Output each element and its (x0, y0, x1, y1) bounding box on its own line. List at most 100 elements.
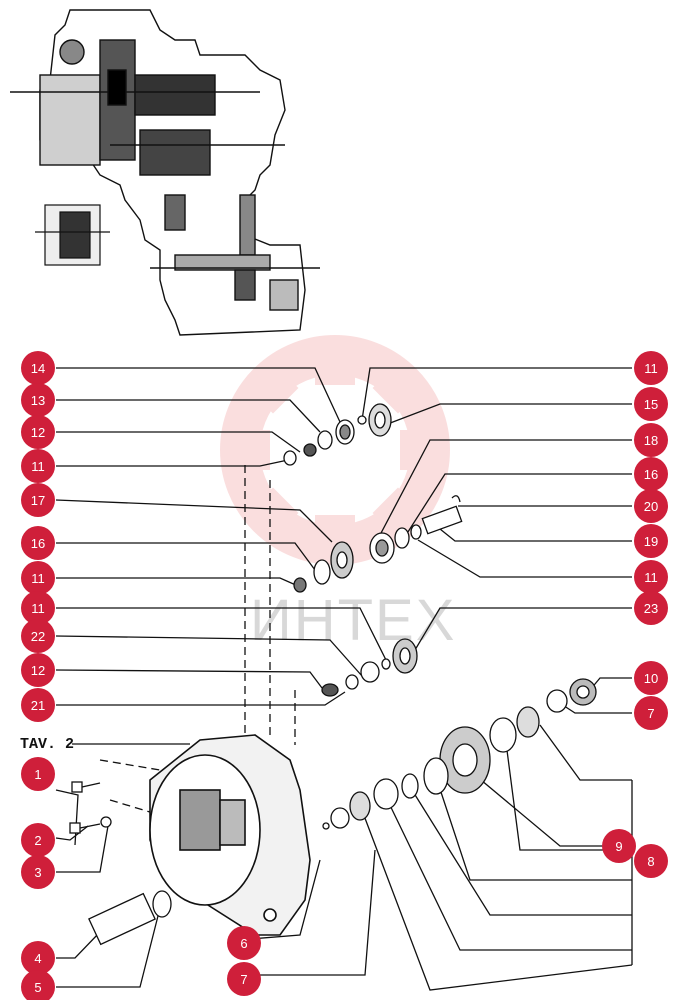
callout-c-11-left-c: 11 (21, 591, 55, 625)
callout-badge (21, 483, 55, 517)
callout-c-11-left-b: 11 (21, 561, 55, 595)
gear-housing-part (149, 734, 311, 936)
washer-22-part (360, 661, 380, 683)
callout-c-9: 9 (602, 829, 636, 863)
callout-label: 7 (647, 706, 654, 721)
leader-lines (55, 367, 633, 991)
callout-label: 15 (644, 397, 658, 412)
callout-badge (21, 351, 55, 385)
lower-gear-group (321, 638, 418, 697)
callout-label: 22 (31, 629, 45, 644)
snap-ring-part (401, 773, 419, 799)
callout-label: 10 (644, 671, 658, 686)
callout-label: 16 (644, 467, 658, 482)
bearing-cone-part-b (349, 791, 371, 821)
callout-badge (21, 970, 55, 1000)
callout-label: 11 (644, 361, 658, 376)
callout-label: 11 (31, 601, 45, 616)
callout-badge (634, 351, 668, 385)
ring-11-part (357, 415, 367, 425)
ring-11-part-c (293, 577, 307, 593)
callout-label: 20 (644, 499, 658, 514)
callout-c-8: 8 (634, 844, 668, 878)
callout-label: 2 (34, 833, 41, 848)
right-shaft-assembly (322, 678, 597, 830)
callout-label: 21 (31, 698, 45, 713)
snap-ring-16-part-b (394, 527, 410, 549)
callout-badge (634, 423, 668, 457)
snap-ring-16-part (313, 559, 331, 585)
callout-c-19: 19 (634, 524, 668, 558)
callout-label: 9 (615, 839, 622, 854)
ball-part (322, 822, 330, 830)
callout-label: 6 (240, 936, 247, 951)
callout-c-20: 20 (634, 489, 668, 523)
callout-badge (634, 457, 668, 491)
washer-part (330, 807, 350, 829)
callout-c-1: 1 (21, 757, 55, 791)
callout-c-15: 15 (634, 387, 668, 421)
callout-layer: 1413121117161111221221123456711151816201… (21, 351, 668, 1000)
callout-c-2: 2 (21, 823, 55, 857)
washer-13-part (317, 430, 333, 450)
callout-badge (634, 696, 668, 730)
watermark-gear-logo (220, 335, 450, 565)
callout-badge (21, 855, 55, 889)
callout-c-6: 6 (227, 926, 261, 960)
callout-label: 14 (31, 361, 45, 376)
callout-label: 11 (31, 571, 45, 586)
callout-badge (634, 489, 668, 523)
spring-12-part (303, 443, 317, 457)
callout-c-11-right-a: 11 (634, 351, 668, 385)
transmission-section-drawing (10, 9, 320, 336)
callout-badge (227, 962, 261, 996)
bearing-cone-part (516, 706, 540, 738)
callout-badge (21, 823, 55, 857)
callout-badge (21, 653, 55, 687)
callout-label: 13 (31, 393, 45, 408)
callout-badge (21, 941, 55, 975)
callout-label: 17 (31, 493, 45, 508)
callout-label: 4 (34, 951, 41, 966)
callout-badge (634, 524, 668, 558)
callout-c-18: 18 (634, 423, 668, 457)
bolt-2-part (69, 822, 81, 834)
callout-c-13-left: 13 (21, 383, 55, 417)
callout-c-10: 10 (634, 661, 668, 695)
callout-label: 23 (644, 601, 658, 616)
callout-badge (634, 560, 668, 594)
bolt-parts (69, 781, 172, 946)
callout-label: 12 (31, 663, 45, 678)
callout-label: 3 (34, 865, 41, 880)
callout-c-22-left: 22 (21, 619, 55, 653)
ring-11-part-e (381, 658, 391, 670)
callout-badge (634, 844, 668, 878)
bolt-1-part (71, 781, 83, 793)
watermark-text: ИНТЕХ (250, 588, 456, 653)
ring-11-part-b (283, 450, 297, 466)
washer-7-part (546, 689, 568, 713)
callout-label: 19 (644, 534, 658, 549)
washer-3-part (100, 816, 112, 828)
callout-label: 16 (31, 536, 45, 551)
callout-badge (21, 449, 55, 483)
callout-c-23: 23 (634, 591, 668, 625)
callout-c-11-right-b: 11 (634, 560, 668, 594)
callout-label: 5 (34, 980, 41, 995)
callout-badge (21, 415, 55, 449)
shaft-19-part (421, 505, 463, 535)
callout-c-21-left: 21 (21, 688, 55, 722)
callout-badge (21, 561, 55, 595)
callout-c-7-bottom: 7 (227, 962, 261, 996)
ring-21-part (345, 674, 359, 690)
shaft-4-part (88, 892, 156, 946)
callout-label: 18 (644, 433, 658, 448)
callout-label: 1 (34, 767, 41, 782)
callout-c-16-left: 16 (21, 526, 55, 560)
pin-20-part (451, 495, 461, 503)
callout-label: 12 (31, 425, 45, 440)
callout-badge (21, 688, 55, 722)
ring-11-part-d (410, 524, 422, 540)
